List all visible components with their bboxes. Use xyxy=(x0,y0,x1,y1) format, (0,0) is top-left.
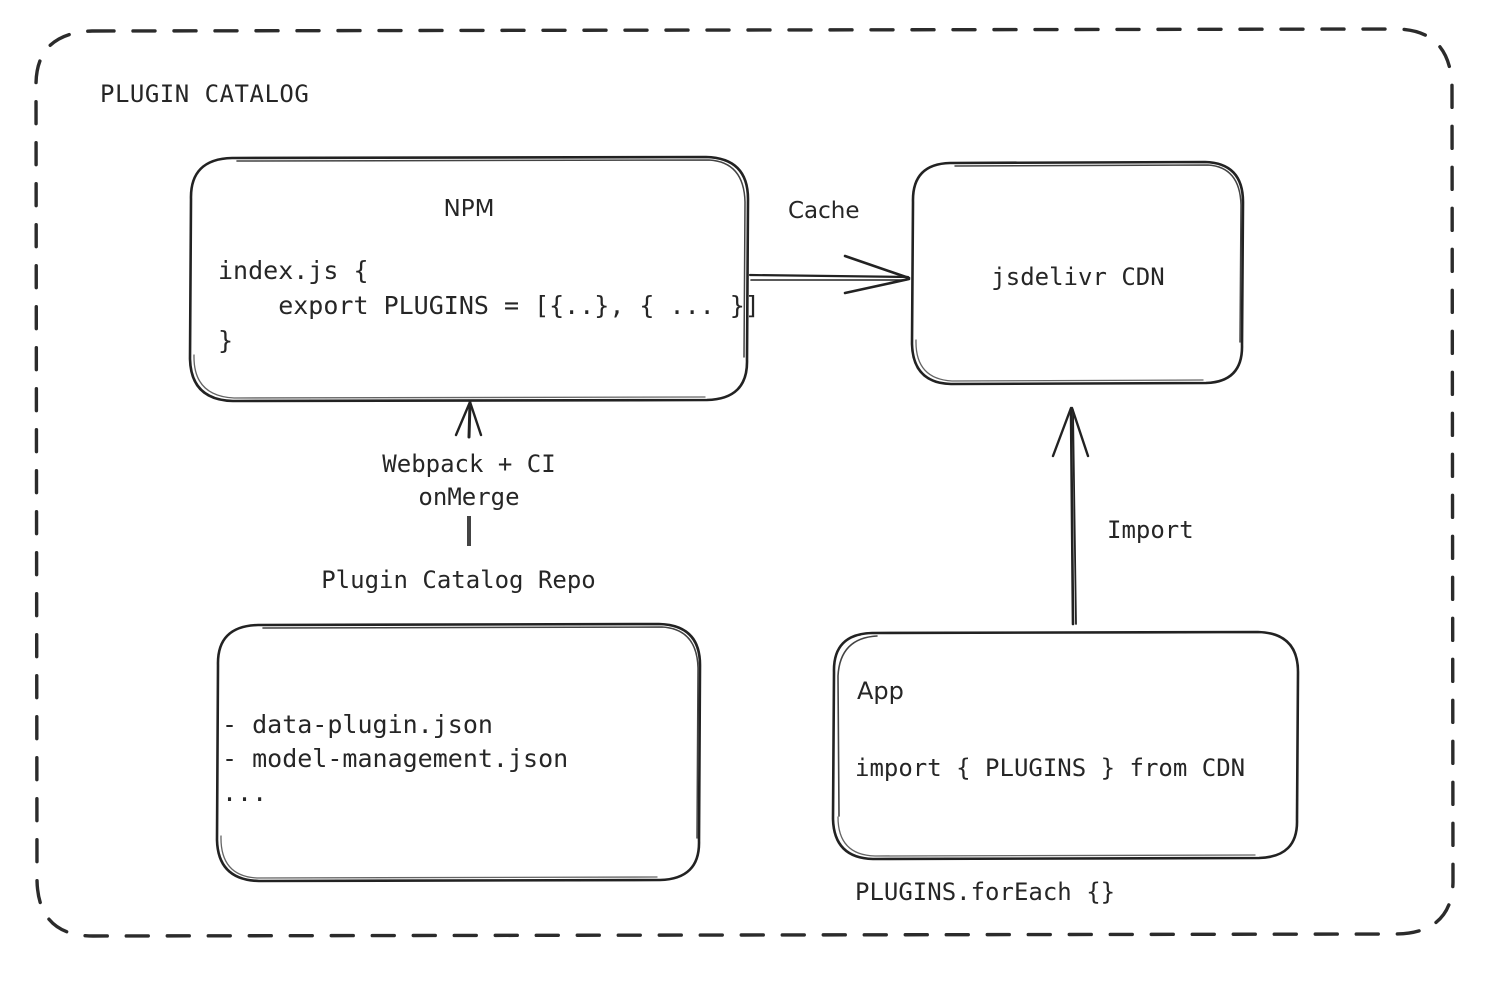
cache-edge-label: Cache xyxy=(788,198,860,224)
repo-node-items: - data-plugin.json - model-management.js… xyxy=(222,710,569,807)
app-node-title: App xyxy=(857,677,904,705)
import-arrow xyxy=(1051,406,1090,626)
frame-title: PLUGIN CATALOG xyxy=(100,80,310,108)
import-edge-label: Import xyxy=(1107,516,1194,544)
build-edge-label: Webpack + CI onMerge xyxy=(382,450,556,511)
repo-node-title: Plugin Catalog Repo xyxy=(321,566,596,594)
app-node-code: import { PLUGINS } from CDN PLUGINS.forE… xyxy=(855,754,1246,906)
npm-node-code: index.js { export PLUGINS = [{..}, { ...… xyxy=(218,256,760,355)
npm-node-title: NPM xyxy=(443,196,495,222)
cdn-node-title: jsdelivr CDN xyxy=(991,263,1165,291)
cache-arrow xyxy=(748,254,911,295)
